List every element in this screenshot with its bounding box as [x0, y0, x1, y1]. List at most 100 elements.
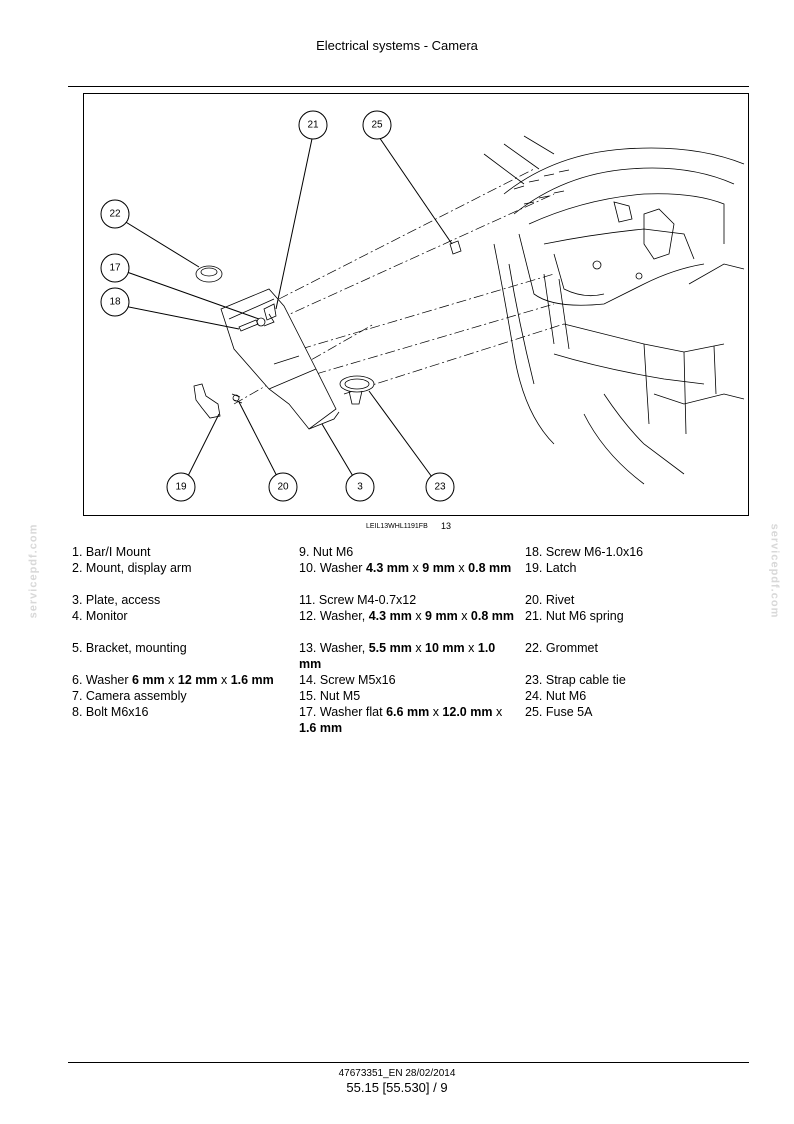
mounting-bracket-sketch [220, 288, 340, 430]
part-item-6: 6. Washer 6 mm x 12 mm x 1.6 mm [72, 672, 287, 688]
part-item-22: 22. Grommet [525, 640, 745, 672]
part-item-23: 23. Strap cable tie [525, 672, 745, 688]
page-title: Electrical systems - Camera [316, 38, 478, 53]
callout-21: 21 [298, 110, 328, 140]
part-name: Bolt M6x16 [85, 705, 149, 719]
part-number: 23. [525, 673, 546, 687]
svg-text:19: 19 [175, 482, 187, 493]
part-name: Washer, [319, 609, 366, 623]
part-dimension: 12.0 mm [442, 705, 493, 719]
part-dimension: 4.3 mm [365, 561, 410, 575]
part-name: Screw M4-0.7x12 [318, 593, 417, 607]
part-name: Nut M6 [545, 689, 587, 703]
part-item-20: 20. Rivet [525, 592, 745, 608]
part-number: 1. [72, 545, 86, 559]
exploded-view-figure: 21 25 22 17 18 19 20 3 [83, 93, 749, 516]
document-reference: 47673351_EN 28/02/2014 [338, 1068, 456, 1079]
exploded-view-drawing: 21 25 22 17 18 19 20 3 [100, 110, 745, 502]
part-number: 3. [72, 593, 86, 607]
part-item-10: 10. Washer 4.3 mm x 9 mm x 0.8 mm [299, 560, 519, 592]
part-number: 5. [72, 641, 86, 655]
part-name: Nut M5 [319, 689, 361, 703]
part-item-5: 5. Bracket, mounting [72, 640, 287, 672]
part-number: 7. [72, 689, 86, 703]
svg-text:17: 17 [109, 263, 121, 274]
part-name: Latch [545, 561, 577, 575]
dimension-separator: x [458, 561, 465, 575]
part-number: 13. [299, 641, 320, 655]
part-name: Mount, display arm [85, 561, 192, 575]
page-number: 55.15 [55.530] / 9 [346, 1080, 448, 1095]
dimension-separator: x [432, 705, 439, 719]
watermark-right: servicepdf.com [768, 523, 781, 619]
part-dimension: 9 mm [425, 609, 458, 623]
part-dimension: 9 mm [422, 561, 455, 575]
dimension-separator: x [220, 673, 228, 687]
cable-tie-sketch [339, 375, 375, 393]
part-number: 11. [299, 593, 319, 607]
part-number: 10. [299, 561, 320, 575]
part-dimension: 6 mm [132, 673, 165, 687]
part-name: Washer [319, 561, 363, 575]
part-dimension: 1.6 mm [230, 673, 274, 687]
svg-text:21: 21 [307, 120, 319, 131]
part-number: 19. [525, 561, 546, 575]
part-item-24: 24. Nut M6 [525, 688, 745, 704]
part-number: 18. [525, 545, 546, 559]
part-name: Washer flat [319, 705, 383, 719]
svg-text:20: 20 [277, 482, 289, 493]
part-dimension: 6.6 mm [386, 705, 430, 719]
figure-caption-code: LEIL13WHL1191FB [366, 523, 428, 530]
part-number: 8. [72, 705, 86, 719]
part-dimension: 4.3 mm [368, 609, 412, 623]
part-name: Screw M5x16 [319, 673, 396, 687]
part-name: Camera assembly [85, 689, 187, 703]
dimension-separator: x [415, 609, 422, 623]
callout-17: 17 [100, 253, 130, 283]
part-number: 21. [525, 609, 546, 623]
part-dimension: 1.0 mm [299, 641, 496, 671]
svg-text:25: 25 [371, 120, 383, 131]
callout-3: 3 [345, 472, 375, 502]
dimension-separator: x [468, 641, 475, 655]
part-item-1: 1. Bar/I Mount [72, 544, 287, 560]
watermark-left: servicepdf.com [27, 523, 40, 619]
part-number: 24. [525, 689, 546, 703]
dimension-separator: x [168, 673, 175, 687]
part-dimension: 0.8 mm [470, 609, 515, 623]
fuse-sketch [449, 240, 462, 255]
part-item-19: 19. Latch [525, 560, 745, 592]
part-item-4: 4. Monitor [72, 608, 287, 640]
part-name: Washer, [319, 641, 366, 655]
part-name: Bar/I Mount [85, 545, 151, 559]
part-number: 25. [525, 705, 546, 719]
part-item-12: 12. Washer, 4.3 mm x 9 mm x 0.8 mm [299, 608, 519, 640]
part-number: 15. [299, 689, 320, 703]
part-item-25: 25. Fuse 5A [525, 704, 745, 736]
dimension-separator: x [415, 641, 422, 655]
callout-19: 19 [166, 472, 196, 502]
part-number: 12. [299, 609, 320, 623]
callout-25: 25 [362, 110, 392, 140]
part-item-17: 17. Washer flat 6.6 mm x 12.0 mm x 1.6 m… [299, 704, 519, 736]
part-name: Grommet [545, 641, 598, 655]
part-item-8: 8. Bolt M6x16 [72, 704, 287, 736]
part-item-2: 2. Mount, display arm [72, 560, 287, 592]
part-number: 4. [72, 609, 86, 623]
svg-text:18: 18 [109, 297, 121, 308]
dimension-separator: x [412, 561, 419, 575]
part-number: 9. [299, 545, 313, 559]
part-dimension: 0.8 mm [468, 561, 512, 575]
part-name: Monitor [85, 609, 128, 623]
part-number: 17. [299, 705, 320, 719]
part-item-13: 13. Washer, 5.5 mm x 10 mm x 1.0 mm [299, 640, 519, 672]
dimension-separator: x [495, 705, 503, 719]
header-rule [68, 86, 749, 87]
latch-sketch [193, 383, 221, 419]
part-number: 20. [525, 593, 546, 607]
callout-22: 22 [100, 199, 130, 229]
callout-20: 20 [268, 472, 298, 502]
part-item-18: 18. Screw M6-1.0x16 [525, 544, 745, 560]
part-name: Bracket, mounting [85, 641, 187, 655]
